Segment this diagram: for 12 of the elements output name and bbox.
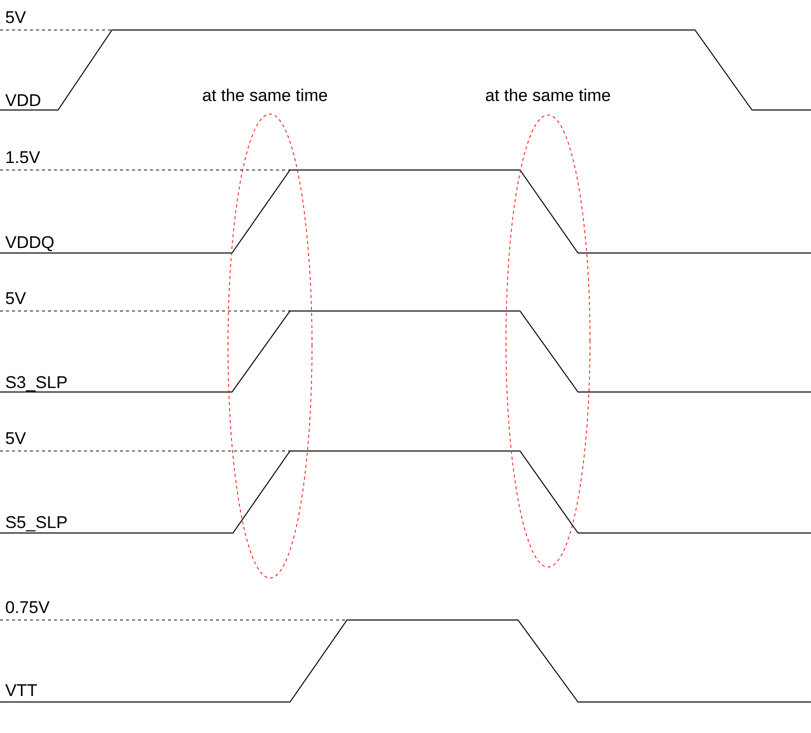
annotation: at the same time (202, 88, 328, 102)
signal-label: S3_SLP (6, 376, 67, 392)
signal-label: 5V (6, 432, 26, 444)
annotation: at the same time (486, 88, 610, 102)
signal-label: 5V (6, 292, 26, 304)
signal-label: VTT (5, 684, 37, 696)
signal-label: VDD (5, 94, 40, 106)
signal-label: VDDQ (5, 236, 54, 252)
signal-label: 1.5V (6, 151, 40, 164)
signal-label: S5_SLP (6, 516, 67, 532)
signal-label: 5V (6, 11, 26, 24)
signal-label: 0.75V (6, 601, 50, 614)
